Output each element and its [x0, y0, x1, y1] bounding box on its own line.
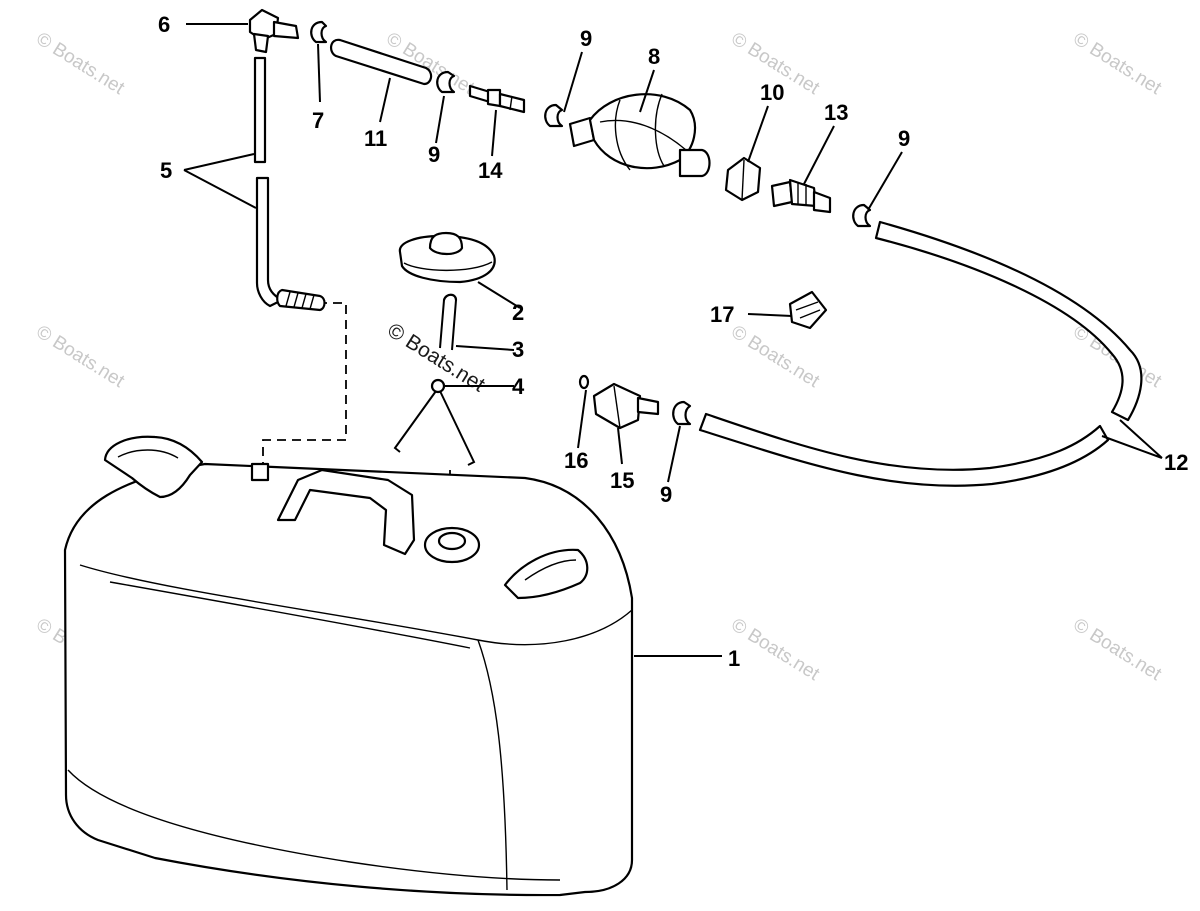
callout-9: 9	[898, 126, 910, 151]
watermark: © Boats.net	[727, 321, 823, 392]
callout-17: 17	[710, 302, 734, 327]
filler-cap	[398, 231, 496, 284]
callout-15: 15	[610, 468, 634, 493]
hose-fitting-14	[468, 84, 526, 114]
connector-collar	[724, 156, 762, 202]
hose-clamp-9d	[672, 400, 692, 426]
hose-clamp-7	[310, 20, 328, 44]
elbow-fitting	[248, 8, 300, 54]
watermark: © Boats.net	[1069, 614, 1165, 685]
tie-wrap-clamp	[788, 290, 828, 330]
callout-16: 16	[564, 448, 588, 473]
leader-lines	[183, 23, 1163, 657]
callout-8: 8	[648, 44, 660, 69]
callout-11: 11	[364, 126, 387, 151]
fuel-tank	[63, 435, 634, 897]
pickup-tube	[253, 56, 326, 312]
hose-clamp-9c	[852, 203, 872, 228]
primer-bulb	[568, 93, 711, 178]
watermark: © Boats.net	[32, 28, 128, 99]
callout-14: 14	[478, 158, 503, 183]
retainer-spring	[393, 378, 476, 466]
callout-9: 9	[580, 26, 592, 51]
callout-13: 13	[824, 100, 848, 125]
o-ring-16	[578, 374, 590, 390]
callout-2: 2	[512, 300, 524, 325]
callout-4: 4	[512, 374, 525, 399]
callout-1: 1	[728, 646, 740, 671]
watermark: © Boats.net	[1069, 28, 1165, 99]
callout-6: 6	[158, 12, 170, 37]
callout-9: 9	[660, 482, 672, 507]
tank-connector-15	[592, 382, 660, 430]
hose-section-11	[330, 38, 433, 86]
callout-9: 9	[428, 142, 440, 167]
callout-3: 3	[512, 337, 524, 362]
callout-5: 5	[160, 158, 172, 183]
callout-7: 7	[312, 108, 324, 133]
watermark: © Boats.net	[727, 614, 823, 685]
hose-clamp-9b	[544, 103, 564, 128]
hose-connector-13	[770, 178, 832, 214]
watermark: © Boats.net	[32, 321, 128, 392]
callout-10: 10	[760, 80, 784, 105]
fuel-line-hose	[698, 220, 1143, 487]
cap-chain	[439, 293, 458, 351]
hose-clamp-9a	[436, 70, 456, 94]
callout-12: 12	[1164, 450, 1188, 475]
callout-labels: 6 7 11 9 14 9 8 10 13 9 5 2 3 4 17 16 15…	[158, 12, 1188, 671]
